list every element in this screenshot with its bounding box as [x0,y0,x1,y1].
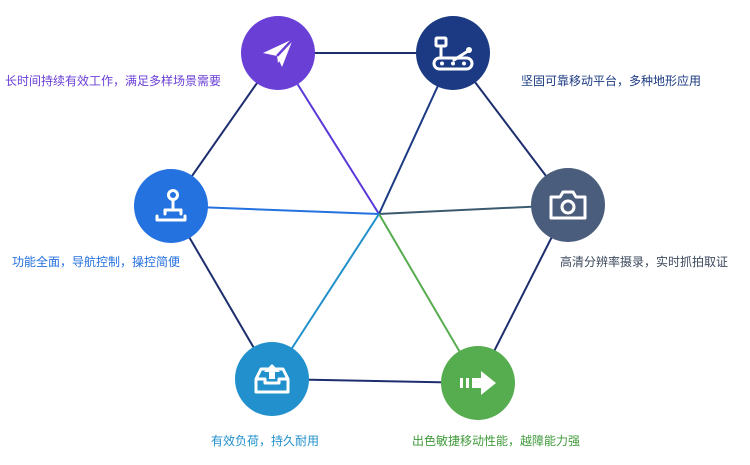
node-camera [531,168,605,242]
node-platform [416,16,490,90]
node-endurance [241,16,315,90]
caption-control: 功能全面，导航控制，操控简便 [12,255,181,269]
node-payload [235,342,309,416]
camera-icon [549,190,587,220]
caption-endurance: 长时间持续有效工作，满足多样场景需要 [5,74,222,88]
joystick-icon [155,189,187,222]
paper-plane-icon [263,38,294,67]
tray-upload-icon [254,364,290,394]
caption-platform: 坚固可靠移动平台，多种地形应用 [521,74,702,88]
node-mobility [441,346,515,420]
caption-camera: 高清分辨率摄录，实时抓拍取证 [560,255,729,269]
caption-payload: 有效负荷，持久耐用 [211,434,320,448]
node-control [134,169,208,243]
caption-mobility: 出色敏捷移动性能，越障能力强 [412,434,581,448]
arrow-right-icon [460,371,496,395]
tracked-robot-icon [432,36,474,71]
